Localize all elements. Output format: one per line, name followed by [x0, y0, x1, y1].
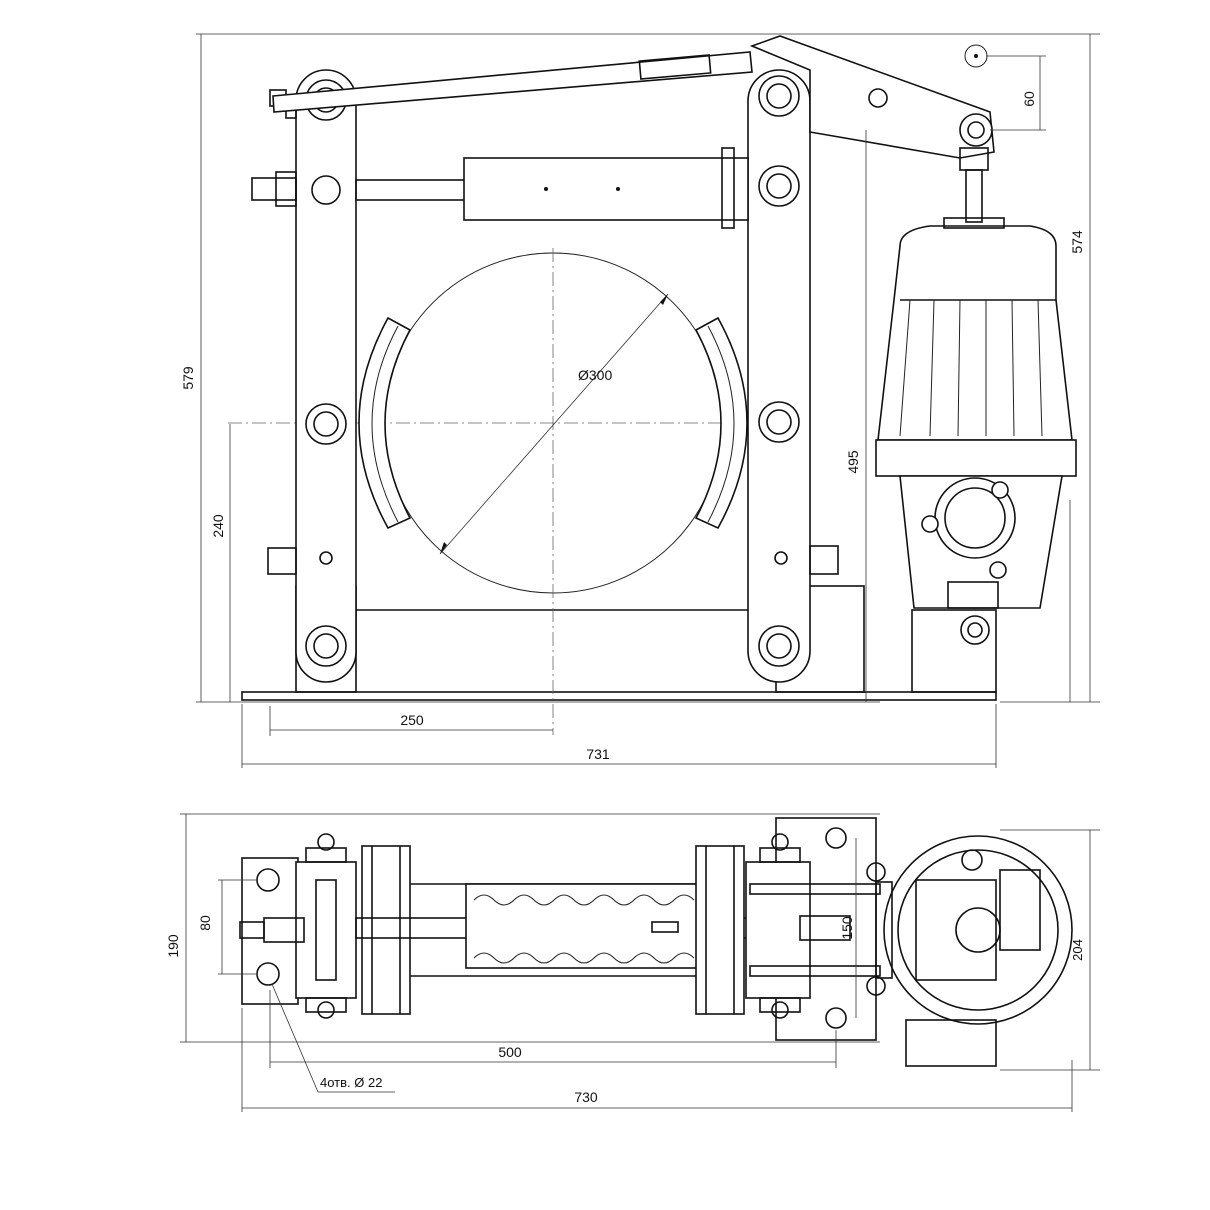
- brake-shoe-right: [694, 316, 748, 530]
- dim-80: 80: [197, 915, 213, 931]
- dim-240: 240: [210, 514, 226, 538]
- dim-730: 730: [574, 1089, 598, 1105]
- dim-60: 60: [1021, 91, 1037, 107]
- plan-motor: [883, 835, 1073, 1025]
- lever-right: [747, 69, 811, 683]
- dim-495: 495: [845, 450, 861, 474]
- dim-574: 574: [1069, 230, 1085, 254]
- dim-731: 731: [586, 746, 610, 762]
- dim-190: 190: [165, 934, 181, 958]
- plan-view: 190 80 150 204 500 4отв. Ø 22 730: [165, 813, 1100, 1112]
- brake-shoe-left: [358, 316, 412, 530]
- plan-base-left: [241, 857, 299, 1005]
- dim-500: 500: [498, 1044, 522, 1060]
- holes-note: 4отв. Ø 22: [320, 1075, 382, 1090]
- spring-tube: [463, 157, 749, 221]
- wheel-diameter-label: Ø300: [578, 367, 612, 383]
- lever-left: [295, 69, 357, 683]
- motor-base: [911, 609, 997, 693]
- plan-spring: [465, 883, 713, 969]
- front-elevation: Ø300: [180, 33, 1100, 768]
- dim-250: 250: [400, 712, 424, 728]
- tension-rod: [272, 51, 753, 113]
- dim-150: 150: [839, 916, 855, 940]
- thruster-housing: [877, 225, 1073, 441]
- dim-204: 204: [1070, 939, 1085, 961]
- dim-579: 579: [180, 366, 196, 390]
- base-plate: [241, 691, 997, 701]
